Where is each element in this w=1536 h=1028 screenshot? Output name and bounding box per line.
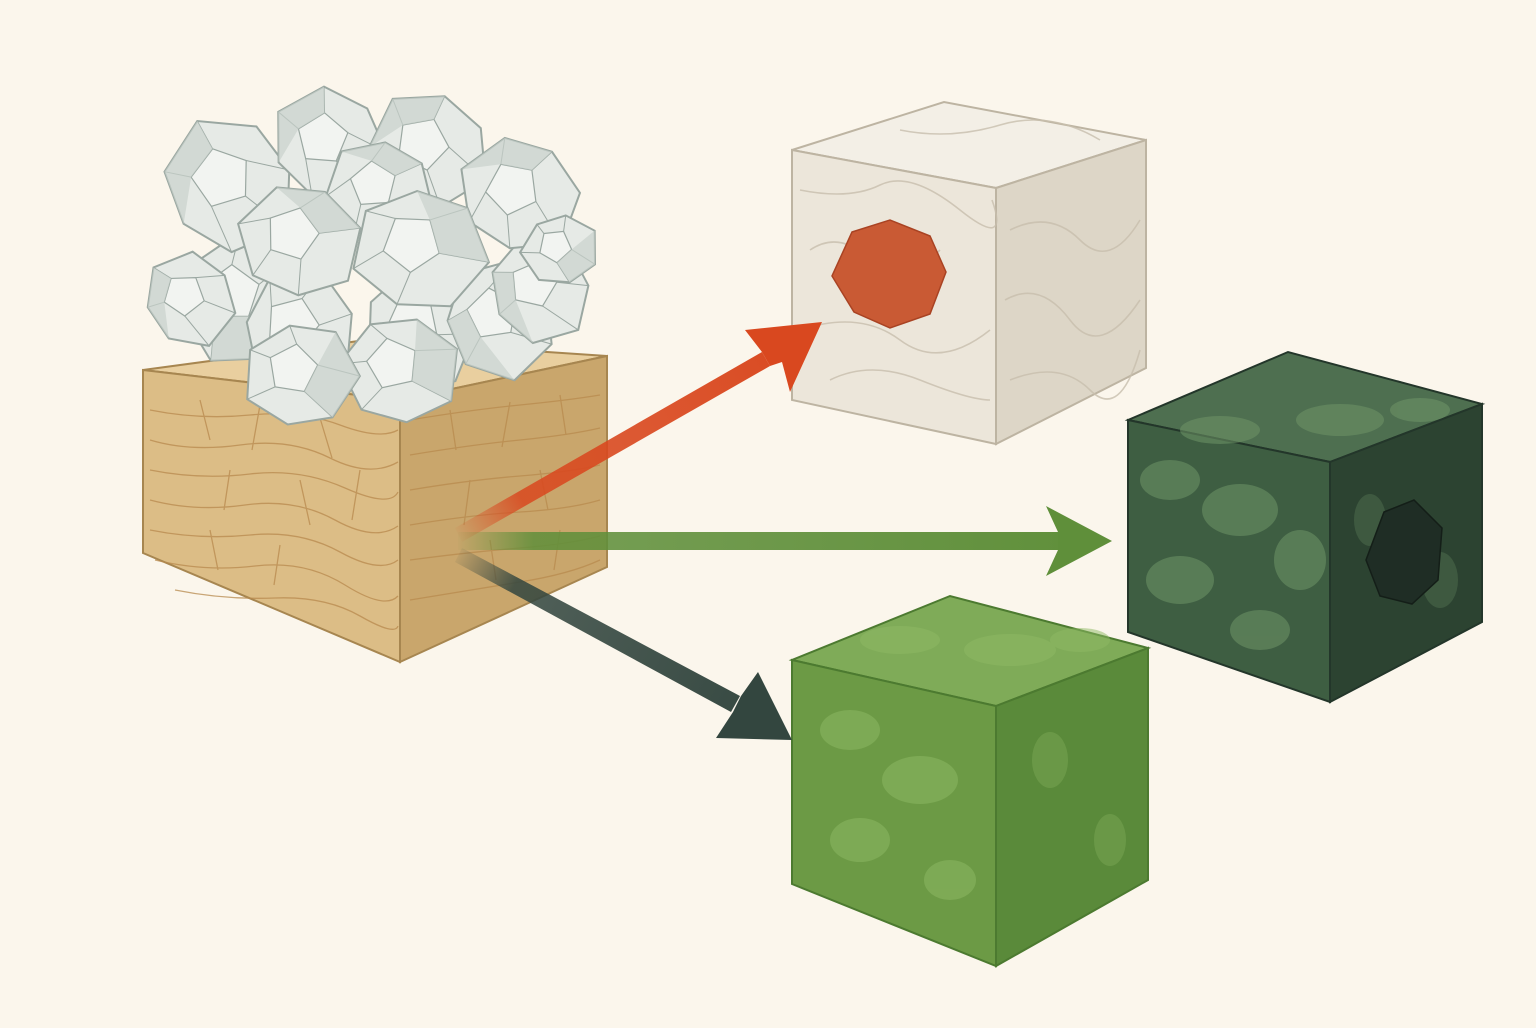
product-cube-marble — [792, 102, 1146, 444]
arrow-dark-shaft — [455, 548, 740, 712]
product-cube-green — [792, 596, 1148, 966]
arrow-green-shaft — [458, 532, 1060, 550]
product-cube-dark-green — [1128, 352, 1482, 702]
green-cube-front — [792, 660, 996, 966]
arrow-dark — [455, 548, 792, 740]
marble-cube-side — [996, 140, 1146, 444]
